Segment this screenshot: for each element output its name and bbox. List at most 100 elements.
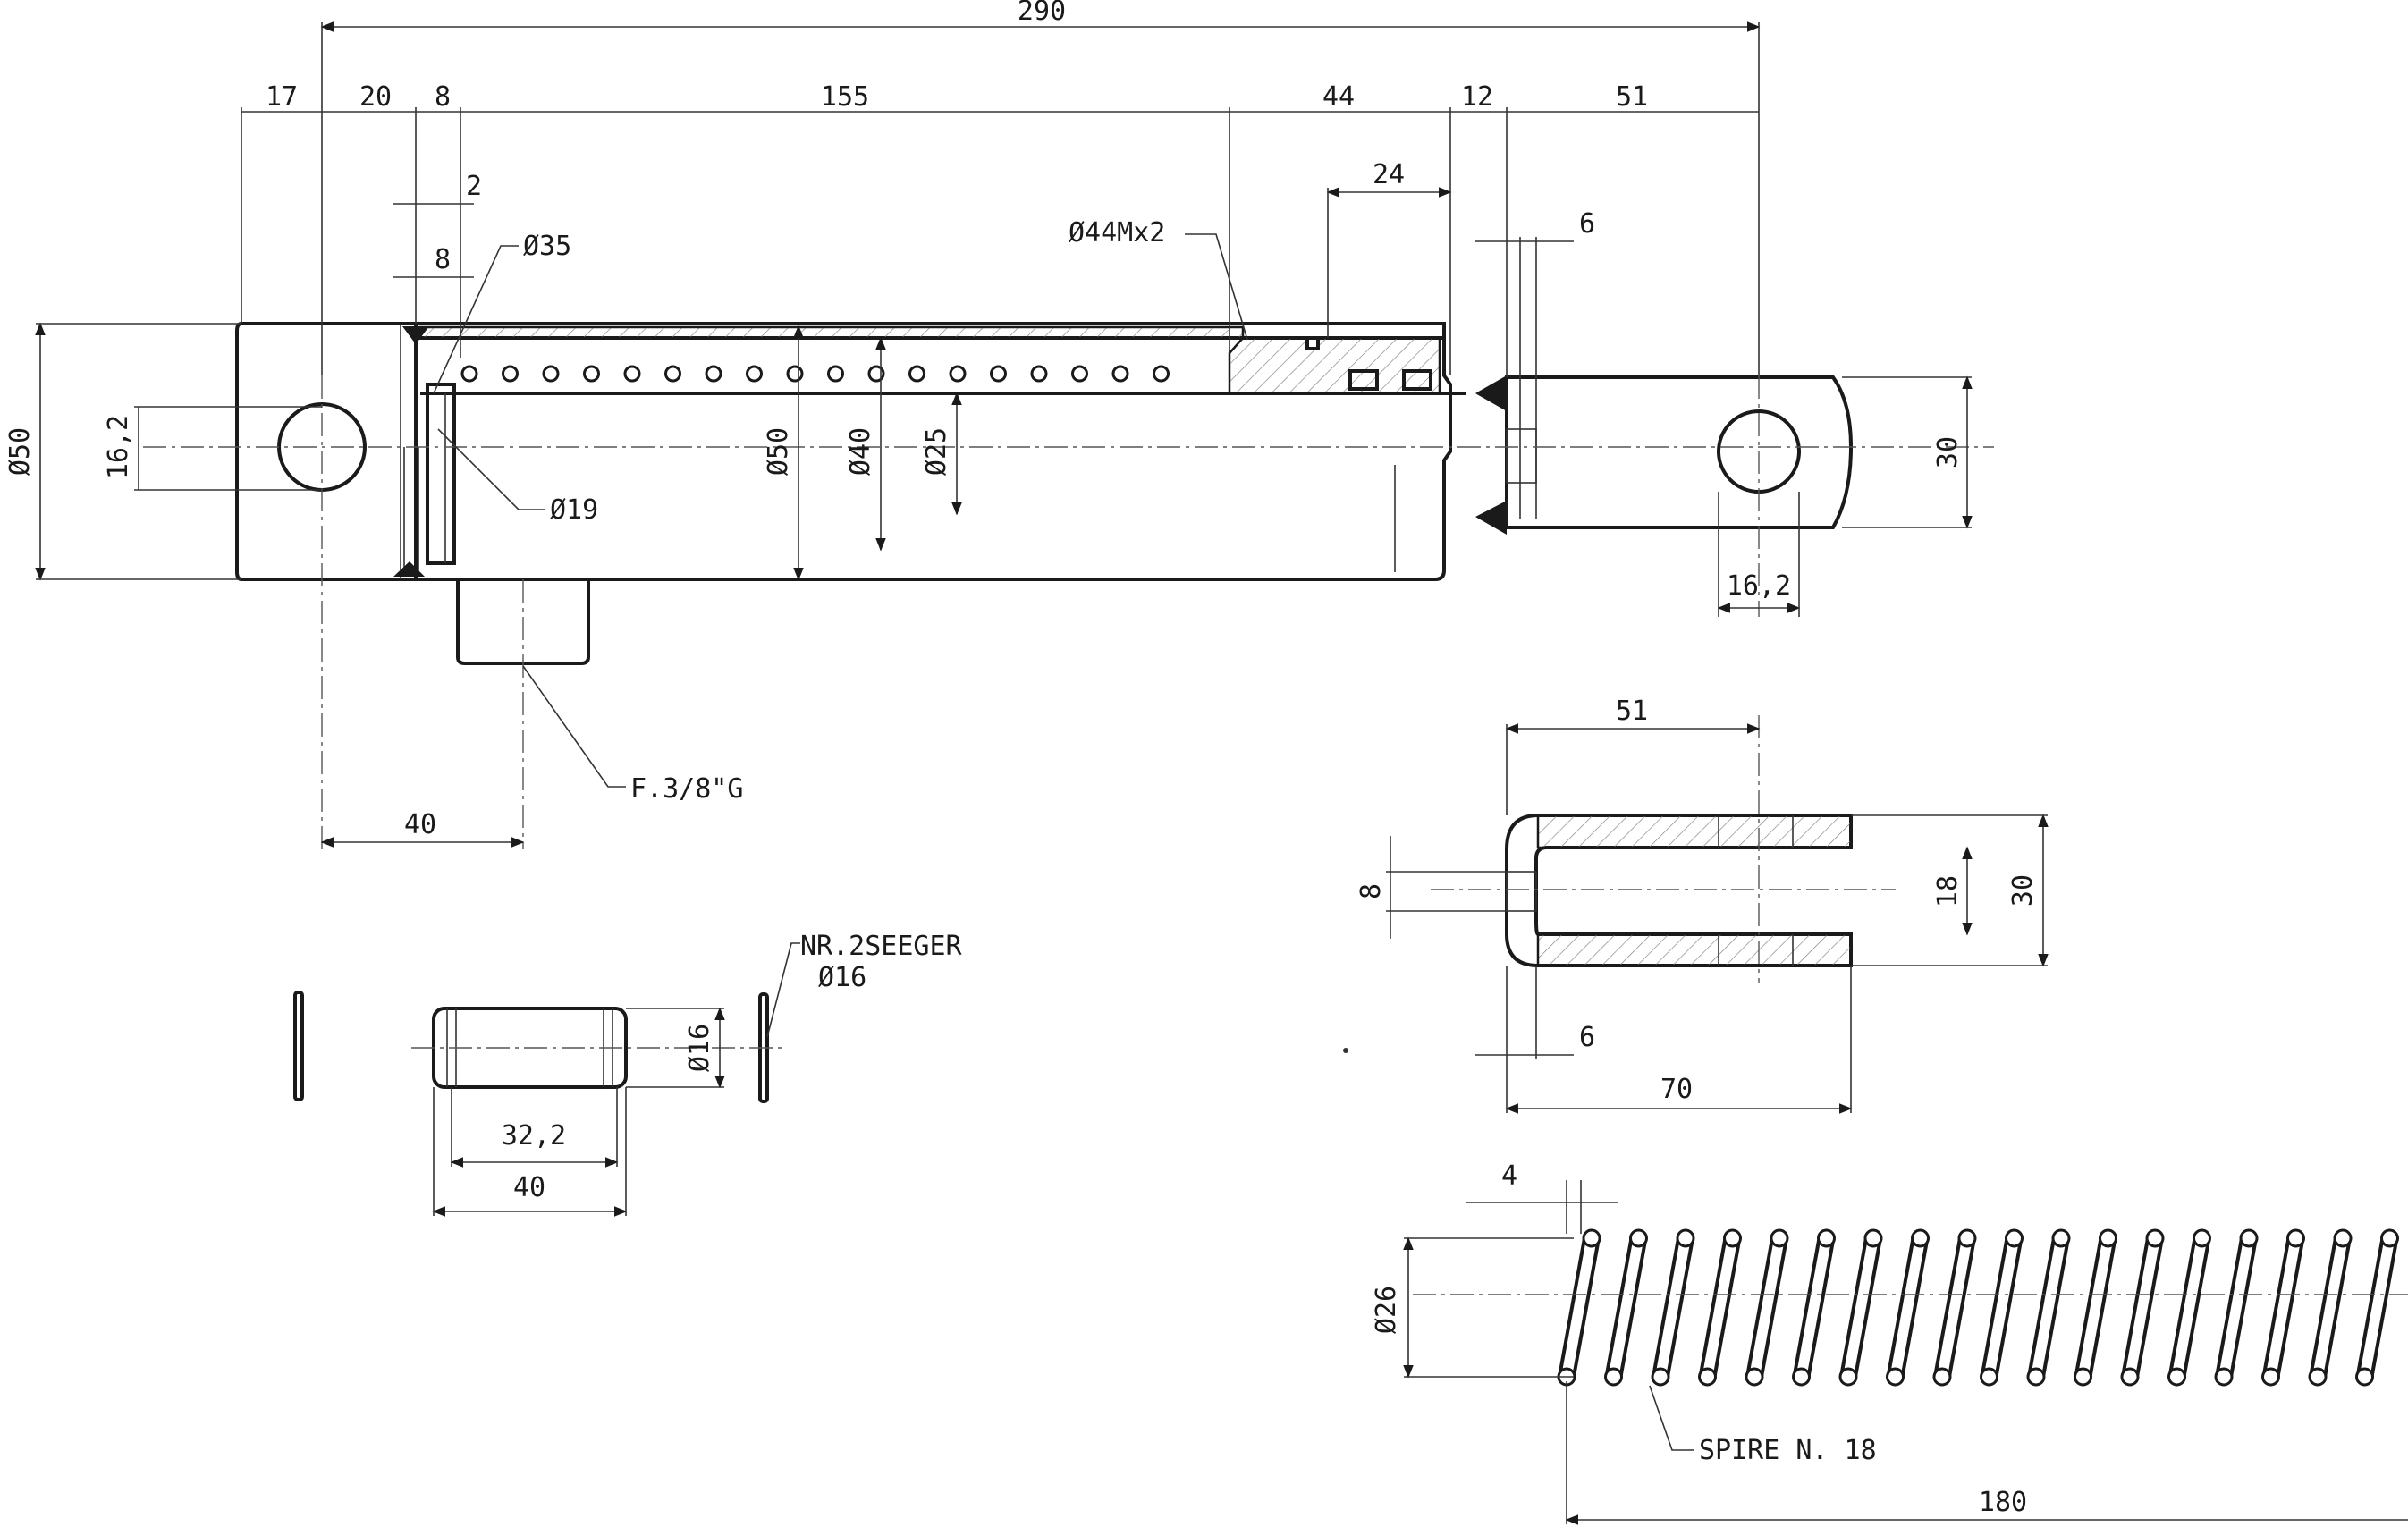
spring-coil: [2027, 1237, 2070, 1378]
internal-spring-coil: [786, 365, 804, 383]
dim-seg-8: 8: [435, 81, 451, 113]
label-port: F.3/8"G: [630, 773, 743, 805]
spring-coil: [2167, 1237, 2211, 1378]
spring-coil: [2309, 1237, 2352, 1378]
dim-pin-inner: 32,2: [502, 1120, 566, 1152]
spring-coil: [1698, 1237, 1742, 1378]
internal-spring-coil: [1030, 365, 1048, 383]
spring-view: 4 Ø26 SPIRE N. 18 180: [1371, 1160, 2408, 1525]
dim-clevis-70: 70: [1660, 1074, 1693, 1105]
spring-coil: [2355, 1237, 2399, 1378]
spring-coil-end: [1817, 1228, 1836, 1248]
spring-coil-end: [1863, 1228, 1883, 1248]
spring-coil: [1558, 1237, 1601, 1378]
spring-coil: [2121, 1237, 2164, 1378]
dim-clevis-18: 18: [1932, 875, 1964, 907]
internal-spring-coil: [502, 365, 519, 383]
dim-dia-40: Ø40: [845, 427, 876, 476]
spring-coil-end: [2239, 1228, 2259, 1248]
spring-coil-end: [2026, 1367, 2046, 1387]
spring-coil: [2074, 1237, 2117, 1378]
spring-coil-end: [2355, 1367, 2374, 1387]
weld-mark-top: [402, 326, 429, 344]
internal-spring-coil: [623, 365, 641, 383]
dim-dia-50-left: Ø50: [4, 427, 36, 476]
dim-2: 2: [466, 171, 482, 202]
spring-coil-end: [2214, 1367, 2234, 1387]
dim-seg-17: 17: [266, 81, 298, 113]
dim-rod-30: 30: [1932, 436, 1964, 468]
dim-6-top: 6: [1579, 208, 1595, 240]
seeger-ring-left: [293, 991, 304, 1101]
spring-coil-end: [2051, 1228, 2071, 1248]
dim-spring-wire: 4: [1501, 1160, 1517, 1192]
spring-coil-end: [1886, 1367, 1905, 1387]
spring-coil-end: [2005, 1228, 2024, 1248]
spring-coil-end: [2261, 1367, 2280, 1387]
dim-24: 24: [1373, 159, 1405, 190]
dim-clevis-51: 51: [1616, 696, 1648, 727]
spring-coil: [1745, 1237, 1788, 1378]
spring-coil-end: [2120, 1367, 2140, 1387]
spring-coil-end: [1980, 1367, 1998, 1387]
label-dia-35: Ø35: [523, 231, 571, 262]
dim-spring-dia: Ø26: [1371, 1286, 1402, 1334]
internal-spring-coil: [1153, 365, 1170, 383]
dim-clevis-30: 30: [2007, 874, 2039, 907]
cylinder-dimensions: 290 17 20 8 155 44 12 51 2 8 Ø35 Ø19 Ø44…: [4, 0, 1973, 848]
spring-coil-end: [1745, 1367, 1764, 1387]
label-dia-19: Ø19: [550, 494, 598, 526]
dim-rod-16-2: 16,2: [1727, 570, 1791, 602]
dim-pin-length: 40: [513, 1172, 545, 1203]
weld-mark-bottom: [393, 561, 425, 577]
label-thread: Ø44Mx2: [1069, 217, 1165, 249]
dim-dia-25: Ø25: [921, 427, 952, 476]
internal-spring-coil: [990, 365, 1007, 383]
spring-coil-end: [1932, 1367, 1952, 1387]
spring-coil: [1652, 1237, 1694, 1378]
spring-coil-end: [1957, 1228, 1977, 1248]
spring-coil: [1839, 1237, 1882, 1378]
spring-coil-end: [1604, 1367, 1623, 1387]
internal-spring-coil: [705, 365, 722, 383]
internal-spring-coil: [1111, 365, 1129, 383]
spring-coil-end: [1792, 1367, 1811, 1387]
spring-coil-end: [1770, 1228, 1789, 1248]
dim-port-40: 40: [404, 809, 436, 840]
spring-coil: [2261, 1237, 2305, 1378]
spring-coil-end: [1698, 1367, 1717, 1387]
spring-coil: [1980, 1237, 2024, 1378]
pin-view: NR.2SEEGER Ø16 Ø16 32,2 40: [293, 931, 963, 1217]
cylinder-wall-top: [418, 325, 1245, 340]
dim-seg-12: 12: [1461, 81, 1493, 113]
dim-overall-290: 290: [1018, 0, 1066, 27]
spring-coil-end: [1676, 1228, 1695, 1248]
spring-coil-end: [1582, 1228, 1601, 1248]
spring-coils: [1557, 1228, 2399, 1387]
internal-spring-coil: [664, 365, 681, 383]
spring-coil: [1792, 1237, 1836, 1378]
label-spring-turns: SPIRE N. 18: [1699, 1435, 1877, 1466]
weld-rod-top: [1475, 375, 1507, 411]
spring-coil: [1604, 1237, 1648, 1378]
dim-spring-length: 180: [1979, 1487, 2027, 1518]
spring-coil-end: [2193, 1228, 2211, 1248]
internal-spring-coil: [1071, 365, 1088, 383]
spring-coil-end: [1629, 1228, 1648, 1248]
dim-seg-51: 51: [1616, 81, 1648, 113]
dim-8: 8: [435, 244, 451, 275]
spring-coil-end: [2167, 1367, 2186, 1387]
dim-clevis-8: 8: [1356, 883, 1387, 899]
dim-seg-155: 155: [821, 81, 869, 113]
dim-clevis-6: 6: [1579, 1022, 1595, 1053]
spring-coil-end: [2145, 1228, 2165, 1248]
dim-dia-50: Ø50: [763, 427, 794, 476]
pin-note-line2: Ø16: [818, 962, 866, 993]
internal-spring-coil: [827, 365, 844, 383]
internal-spring-coil: [542, 365, 560, 383]
spring-coil: [1933, 1237, 1976, 1378]
internal-spring-coil: [460, 365, 478, 383]
dim-pin-dia: Ø16: [684, 1024, 715, 1072]
spring-coil-end: [1651, 1367, 1670, 1387]
